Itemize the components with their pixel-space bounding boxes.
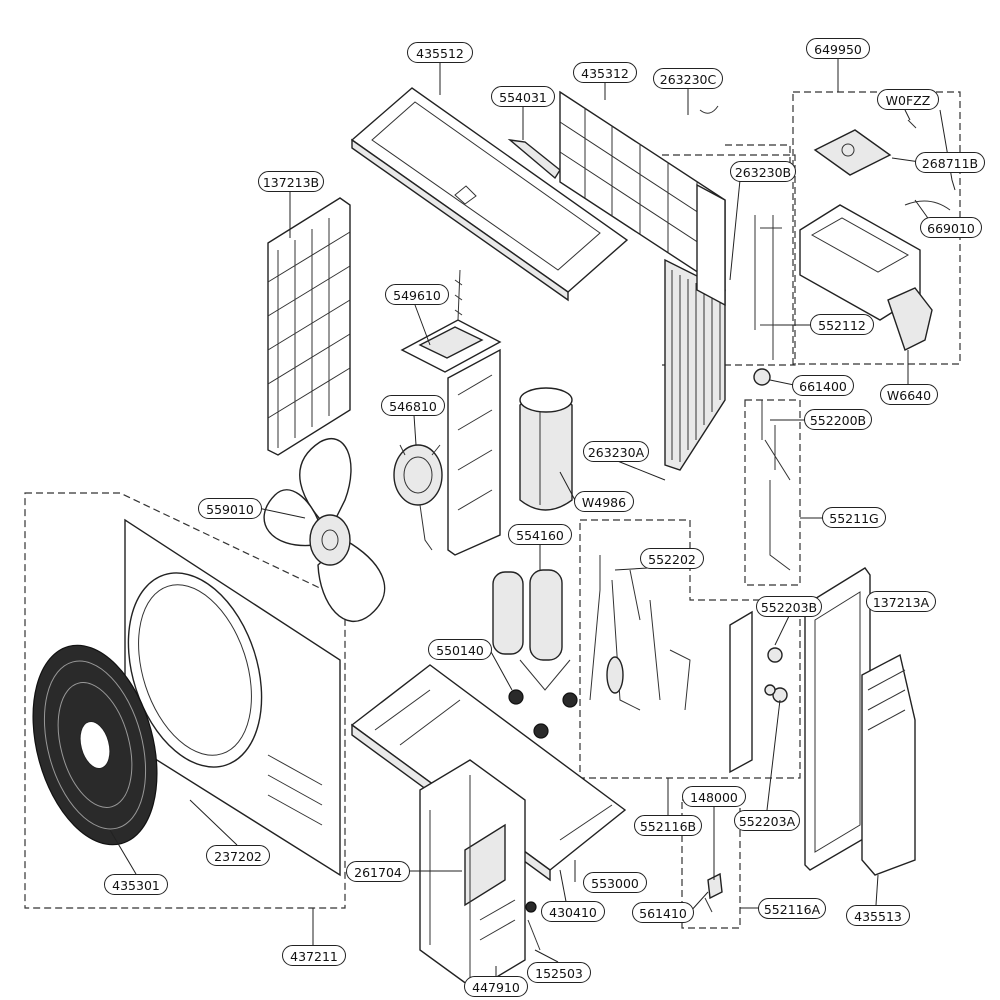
label-263230C: 263230C (653, 68, 723, 89)
label-W4986: W4986 (574, 491, 634, 512)
label-447910: 447910 (464, 976, 528, 997)
label-550140: 550140 (428, 639, 492, 660)
top-cover-part (350, 87, 629, 302)
handle-cover-part (861, 653, 916, 876)
label-435512: 435512 (407, 42, 473, 63)
label-552112: 552112 (810, 314, 874, 335)
compressor-jacket-part (519, 387, 573, 511)
label-554031: 554031 (491, 86, 555, 107)
label-137213B: 137213B (258, 171, 324, 192)
label-552116B: 552116B (634, 815, 702, 836)
label-152503: 152503 (527, 962, 591, 983)
label-437211: 437211 (282, 945, 346, 966)
fan-guard-part (32, 644, 158, 846)
condenser-coil-part (664, 183, 726, 471)
leader-lines (109, 58, 956, 990)
fan-motor-part (393, 444, 443, 551)
label-661400: 661400 (792, 375, 854, 396)
label-148000: 148000 (682, 786, 746, 807)
accumulator-part (492, 569, 571, 691)
label-137213A: 137213A (866, 591, 936, 612)
pipe-assemblies-part (589, 215, 791, 711)
service-valves-part (764, 647, 788, 703)
label-669010: 669010 (920, 217, 982, 238)
label-559010: 559010 (198, 498, 262, 519)
isolator-feet-part (508, 689, 578, 739)
label-55211G: 55211G (822, 507, 886, 528)
control-box-assembly-part (799, 119, 951, 351)
label-554160: 554160 (508, 524, 572, 545)
terminal-block-part (699, 105, 753, 913)
label-435301: 435301 (104, 874, 168, 895)
label-263230B: 263230B (730, 161, 796, 182)
label-430410: 430410 (541, 901, 605, 922)
label-549610: 549610 (385, 284, 449, 305)
label-W6640: W6640 (880, 384, 938, 405)
label-552116A: 552116A (758, 898, 826, 919)
label-552200B: 552200B (804, 409, 872, 430)
electrical-cover-part (419, 759, 541, 991)
label-552202: 552202 (640, 548, 704, 569)
label-649950: 649950 (806, 38, 870, 59)
front-panel-part (124, 518, 341, 877)
label-435513: 435513 (846, 905, 910, 926)
label-546810: 546810 (381, 395, 445, 416)
side-grille-part (267, 197, 351, 456)
label-552203B: 552203B (756, 596, 822, 617)
label-261704: 261704 (346, 861, 410, 882)
label-561410: 561410 (632, 902, 694, 923)
label-237202: 237202 (206, 845, 270, 866)
label-552203A: 552203A (734, 810, 800, 831)
control-bracket-part (400, 269, 502, 556)
propeller-fan-part (263, 438, 386, 622)
label-263230A: 263230A (583, 441, 649, 462)
label-268711B: 268711B (915, 152, 985, 173)
label-W0FZZ: W0FZZ (877, 89, 939, 110)
label-553000: 553000 (583, 872, 647, 893)
label-435312: 435312 (573, 62, 637, 83)
